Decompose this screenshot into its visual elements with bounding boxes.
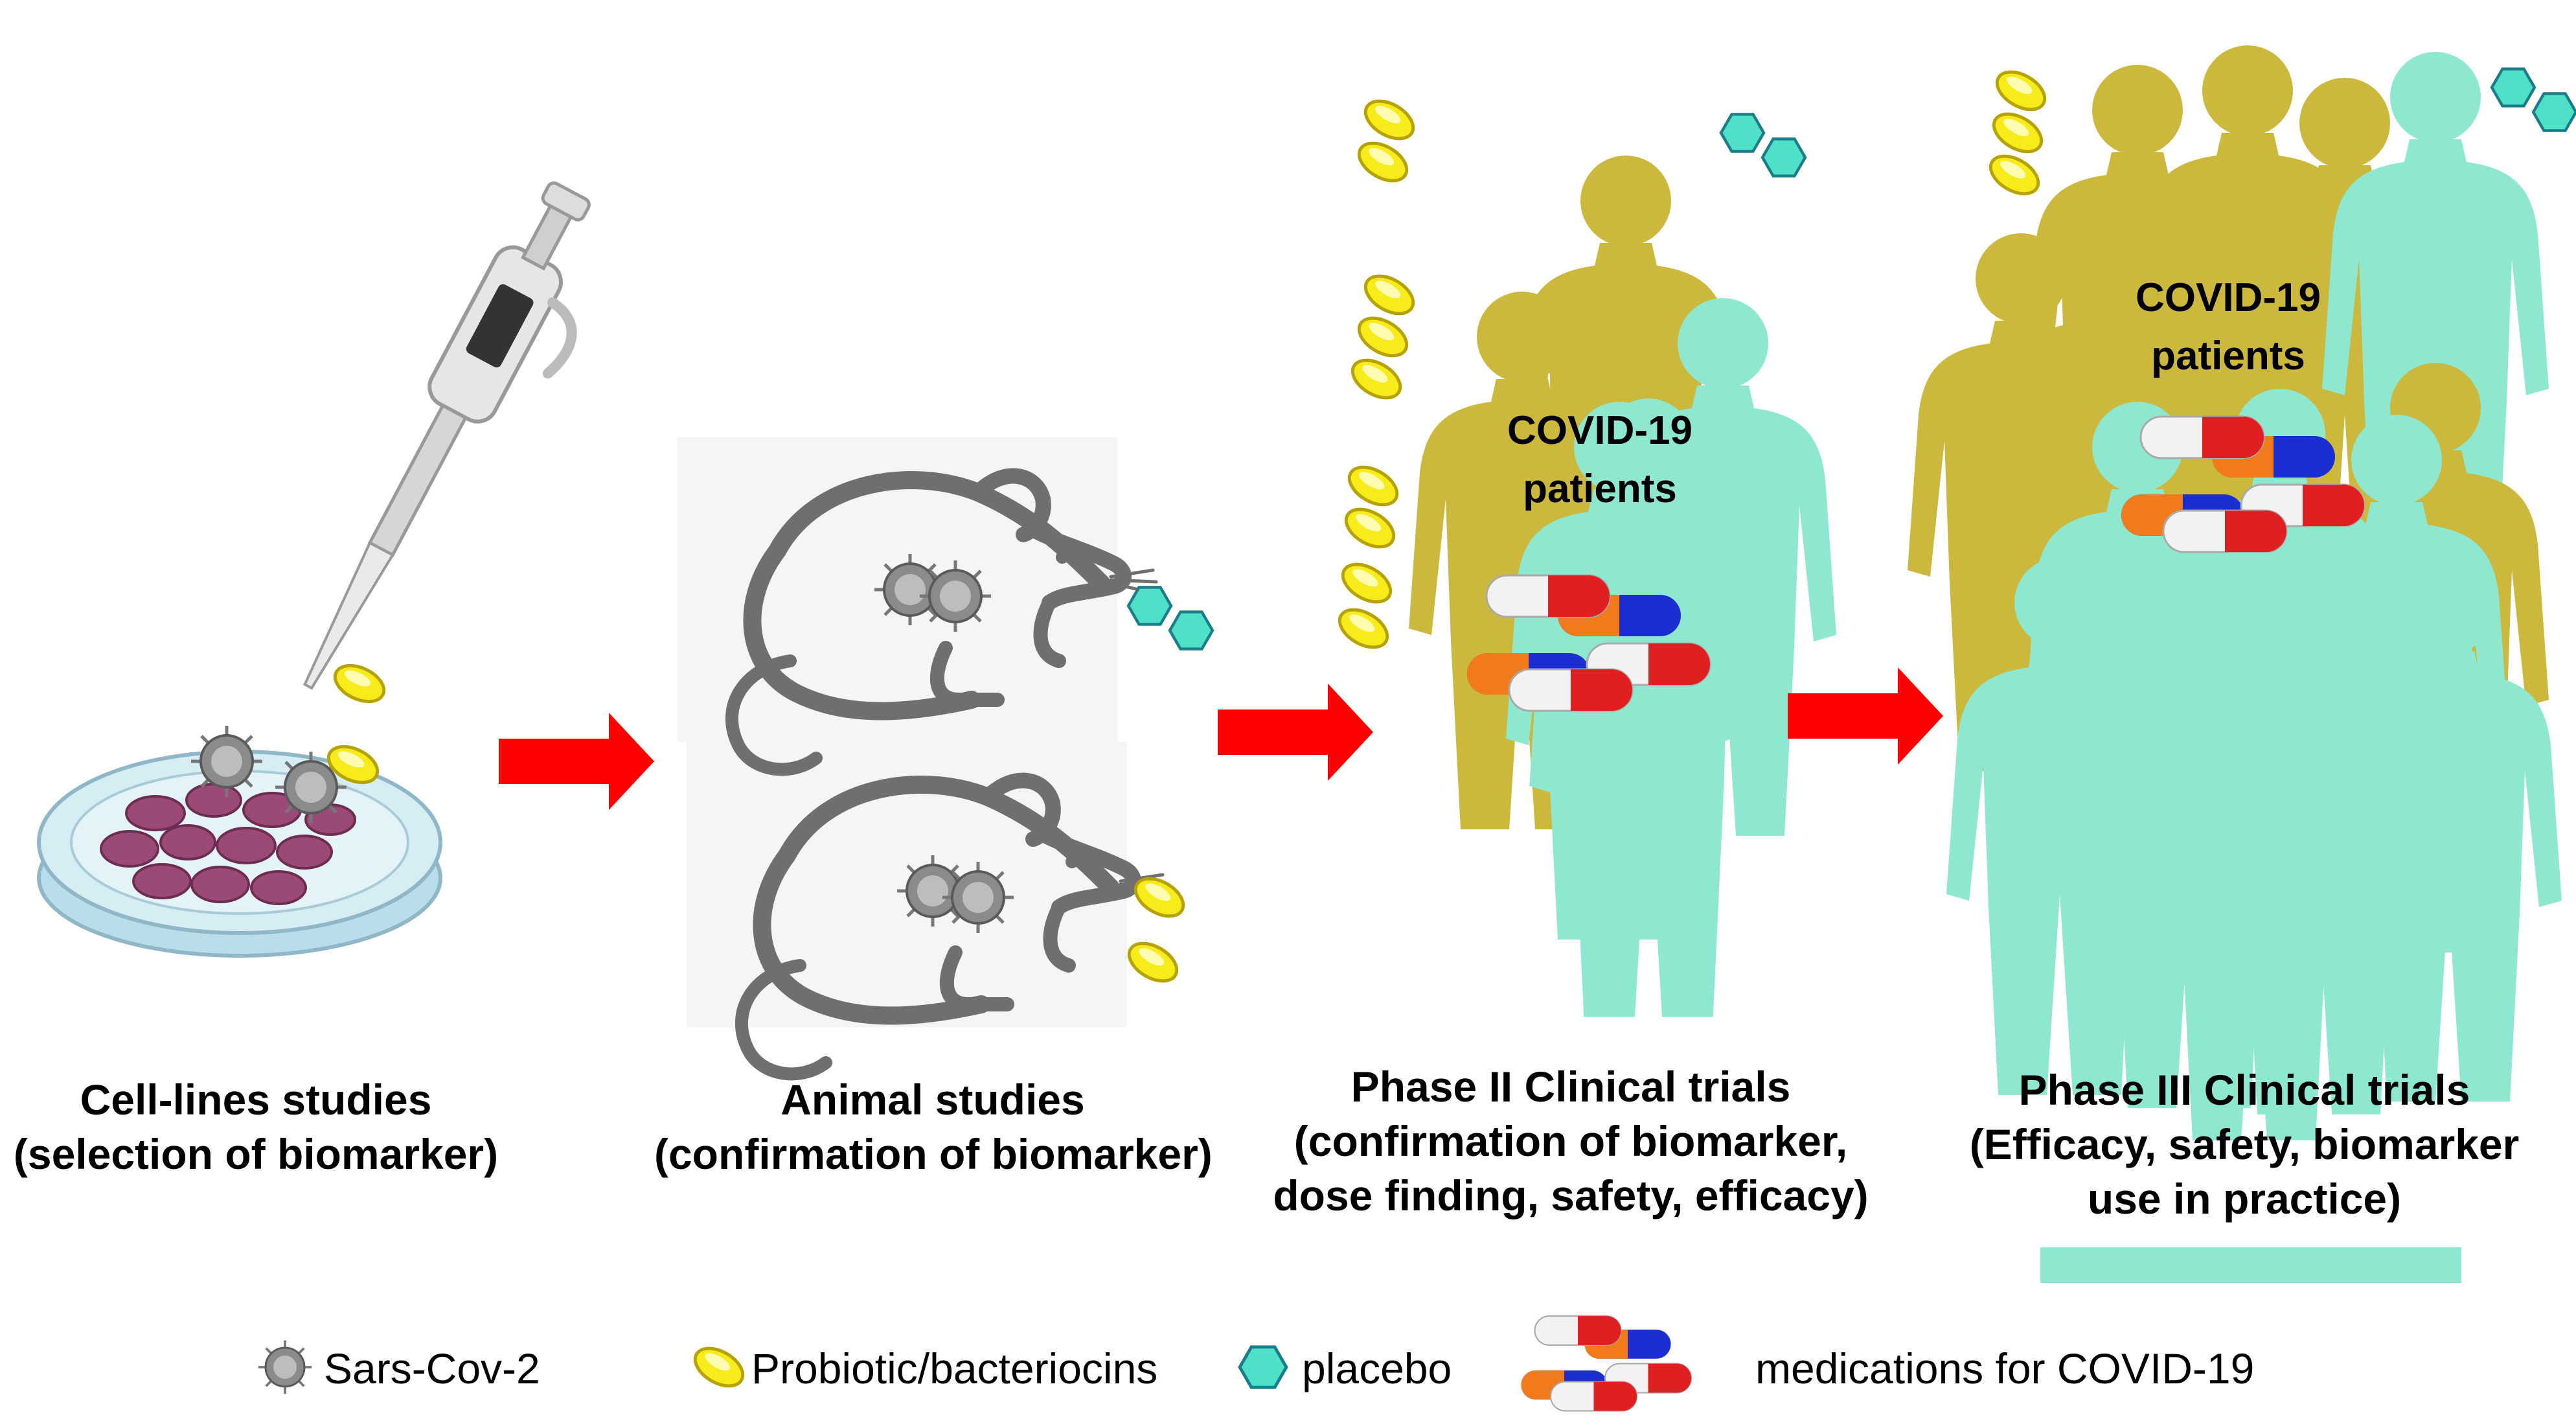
stage-subtitle: use in practice) [2087, 1175, 2402, 1223]
animal-study-panels [677, 437, 1166, 1074]
patients-label-line1: COVID-19 [1507, 408, 1693, 453]
placebo-icon [1721, 114, 1805, 176]
stage-subtitle: (Efficacy, safety, biomarker [1969, 1120, 2520, 1168]
stage-subtitle: (confirmation of biomarker) [654, 1130, 1213, 1178]
probiotic-icon [1123, 936, 1183, 989]
stage-label-animal: Animal studies (confirmation of biomarke… [654, 1072, 1213, 1181]
patients-label-line2: patients [2151, 334, 2305, 378]
virus-legend-icon [256, 1339, 313, 1396]
probiotic-column [1984, 64, 2051, 202]
legend-placebo-label: placebo [1302, 1344, 1452, 1392]
stage-label-cell-lines: Cell-lines studies (selection of biomark… [0, 1072, 512, 1181]
stage-label-phase-3: Phase III Clinical trials (Efficacy, saf… [1943, 1063, 2546, 1226]
phase-3-feet-band [2040, 1247, 2461, 1283]
stage-subtitle: (selection of biomarker) [13, 1130, 499, 1178]
phase-3-patient-group [1908, 45, 2562, 1140]
stage-title: Cell-lines studies [80, 1076, 432, 1124]
legend [256, 1316, 1692, 1411]
petri-dish-illustration [37, 726, 442, 958]
stage-title: Phase II Clinical trials [1351, 1063, 1791, 1111]
placebo-icon [1128, 587, 1213, 649]
stage-label-phase-2: Phase II Clinical trials (confirmation o… [1263, 1059, 1878, 1223]
placebo-icon [2492, 69, 2576, 130]
stage-subtitle: dose finding, safety, efficacy) [1273, 1171, 1869, 1219]
flow-arrow-2 [1218, 684, 1373, 781]
probiotic-column [1333, 93, 1419, 655]
stage-title: Phase III Clinical trials [2018, 1066, 2470, 1114]
legend-virus-label: Sars-Cov-2 [324, 1344, 540, 1392]
patients-label-phase-2: COVID-19 patients [1470, 402, 1729, 518]
stage-subtitle: (confirmation of biomarker, [1294, 1117, 1848, 1165]
patients-label-phase-3: COVID-19 patients [2099, 269, 2358, 386]
stage-title: Animal studies [781, 1076, 1085, 1124]
pipette-illustration [302, 181, 591, 690]
legend-probiotic-label: Probiotic/bacteriocins [751, 1344, 1158, 1392]
placebo-legend-icon [1238, 1345, 1288, 1389]
phase-2-patient-group [1409, 156, 1836, 1017]
probiotic-legend-icon [689, 1341, 749, 1394]
probiotic-icon [330, 658, 390, 708]
flow-arrow-1 [499, 713, 654, 810]
legend-medications-label: medications for COVID-19 [1755, 1344, 2255, 1392]
patients-label-line1: COVID-19 [2136, 275, 2321, 320]
flow-arrow-3 [1788, 667, 1943, 765]
patients-label-line2: patients [1523, 467, 1677, 511]
medications-legend-icon [1522, 1316, 1692, 1411]
